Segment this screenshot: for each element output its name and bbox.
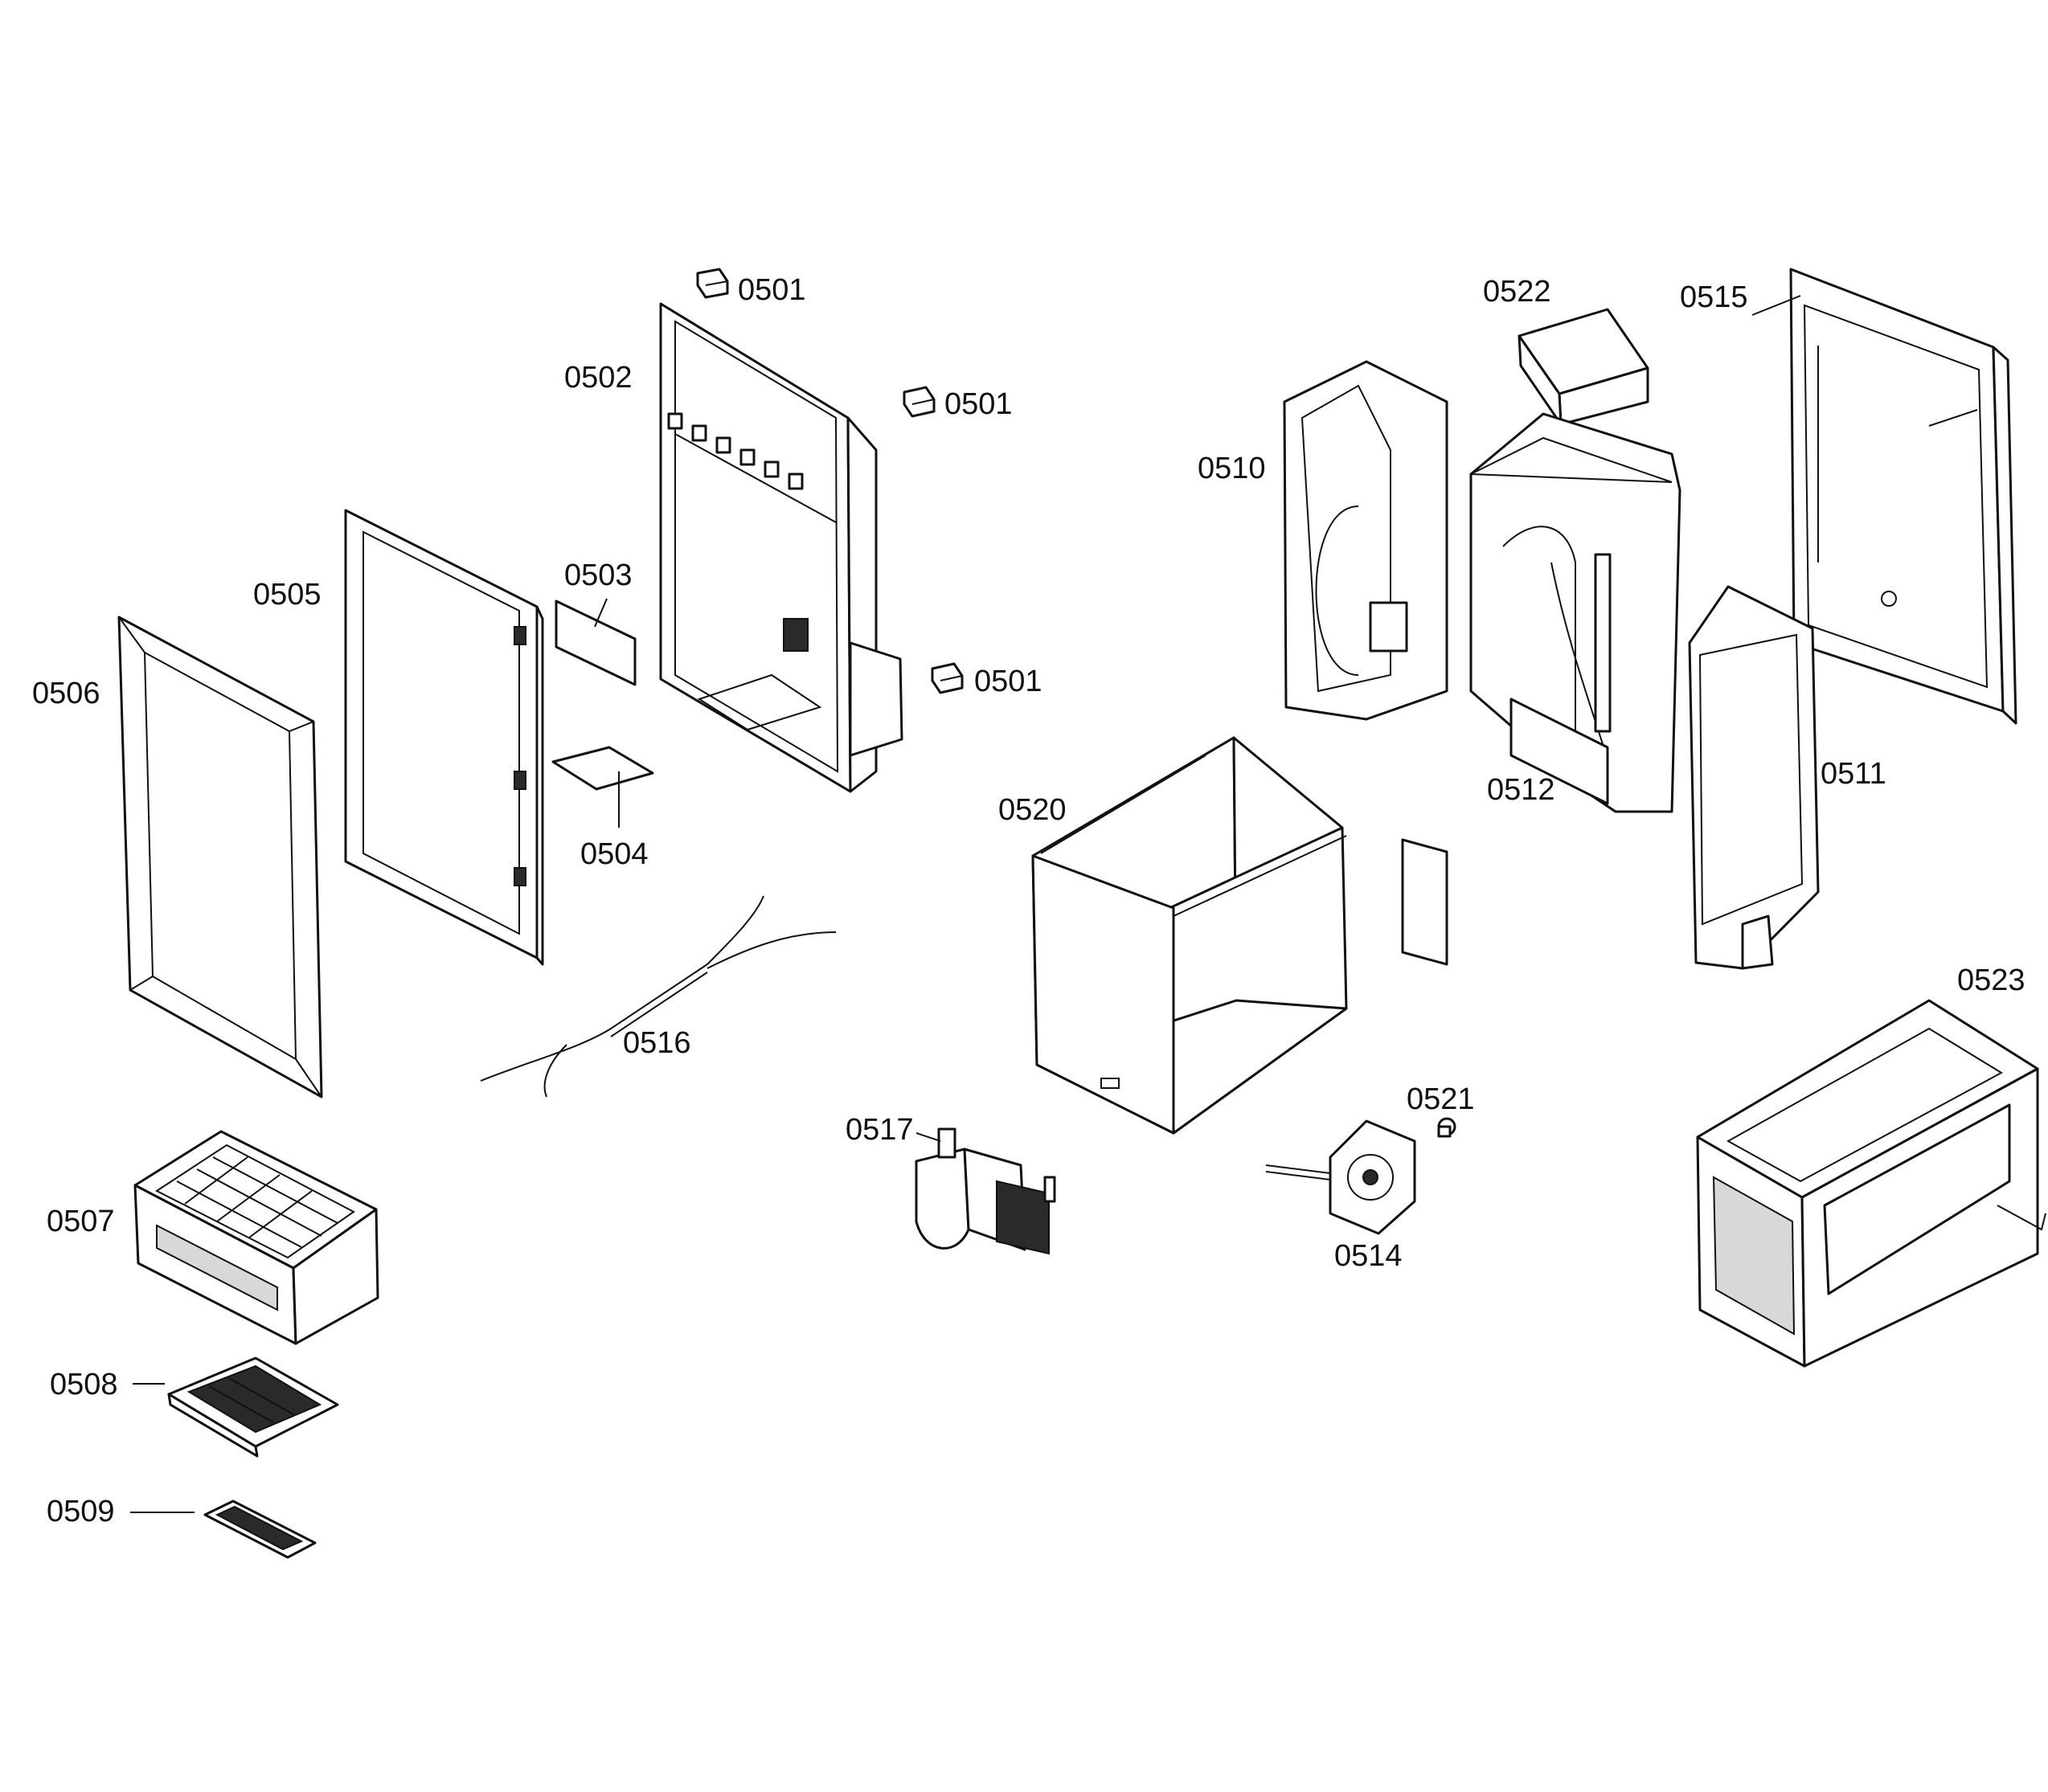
part-0514-fan[interactable] bbox=[1265, 1119, 1416, 1235]
label-0514: 0514 bbox=[1334, 1239, 1403, 1273]
part-0512-ice-maker[interactable] bbox=[1469, 412, 1681, 813]
label-0511: 0511 bbox=[1821, 757, 1886, 791]
part-0521-screw[interactable] bbox=[1437, 1117, 1456, 1138]
label-0501-b: 0501 bbox=[944, 387, 1013, 421]
part-0522-lid[interactable] bbox=[1518, 308, 1649, 426]
label-0502: 0502 bbox=[564, 361, 633, 395]
label-0508: 0508 bbox=[50, 1368, 118, 1401]
part-0523-ice-bin[interactable] bbox=[1696, 999, 2046, 1368]
part-0517-water-valve[interactable] bbox=[915, 1127, 1056, 1255]
part-0509-drip-insert[interactable] bbox=[203, 1499, 317, 1559]
part-0504-plate[interactable] bbox=[551, 746, 654, 791]
label-0512: 0512 bbox=[1487, 773, 1555, 807]
part-0506-door-frame[interactable] bbox=[117, 616, 323, 1099]
label-0510: 0510 bbox=[1198, 452, 1266, 485]
part-0501-clip-a[interactable] bbox=[696, 268, 729, 299]
part-0510-evaporator-cover[interactable] bbox=[1283, 360, 1448, 721]
housing-button-row bbox=[667, 412, 804, 490]
label-0522: 0522 bbox=[1483, 275, 1551, 309]
label-0501-c: 0501 bbox=[974, 665, 1042, 698]
part-0508-drip-grille[interactable] bbox=[167, 1356, 339, 1458]
part-0515-evaporator-plate[interactable] bbox=[1751, 268, 2017, 725]
part-0502-dispenser-housing[interactable] bbox=[659, 302, 903, 793]
part-0501-clip-b[interactable] bbox=[903, 386, 936, 418]
part-0516-wire-harness[interactable] bbox=[480, 895, 837, 1098]
label-0509: 0509 bbox=[47, 1495, 115, 1528]
label-0501-a: 0501 bbox=[738, 273, 806, 307]
leader-lines bbox=[130, 598, 941, 1513]
label-0515: 0515 bbox=[1680, 280, 1748, 314]
label-0503: 0503 bbox=[564, 558, 633, 592]
label-0521: 0521 bbox=[1407, 1082, 1475, 1116]
label-0504: 0504 bbox=[580, 837, 649, 871]
part-0505-door-panel[interactable] bbox=[344, 509, 544, 966]
label-0516: 0516 bbox=[623, 1026, 691, 1060]
part-0507-dispenser-cover[interactable] bbox=[133, 1130, 379, 1345]
part-0501-clip-c[interactable] bbox=[931, 662, 964, 694]
part-labels: 0501 0501 0501 0502 0503 0504 0505 0506 … bbox=[32, 273, 2025, 1528]
label-0505: 0505 bbox=[253, 578, 322, 612]
part-0511-back-panel[interactable] bbox=[1688, 585, 1820, 970]
label-0507: 0507 bbox=[47, 1205, 115, 1238]
part-0520-housing-box[interactable] bbox=[1031, 736, 1448, 1135]
label-0520: 0520 bbox=[998, 793, 1067, 827]
label-0523: 0523 bbox=[1957, 964, 2025, 997]
label-0517: 0517 bbox=[846, 1113, 914, 1147]
label-0506: 0506 bbox=[32, 677, 100, 710]
part-0503-plate[interactable] bbox=[555, 599, 637, 686]
